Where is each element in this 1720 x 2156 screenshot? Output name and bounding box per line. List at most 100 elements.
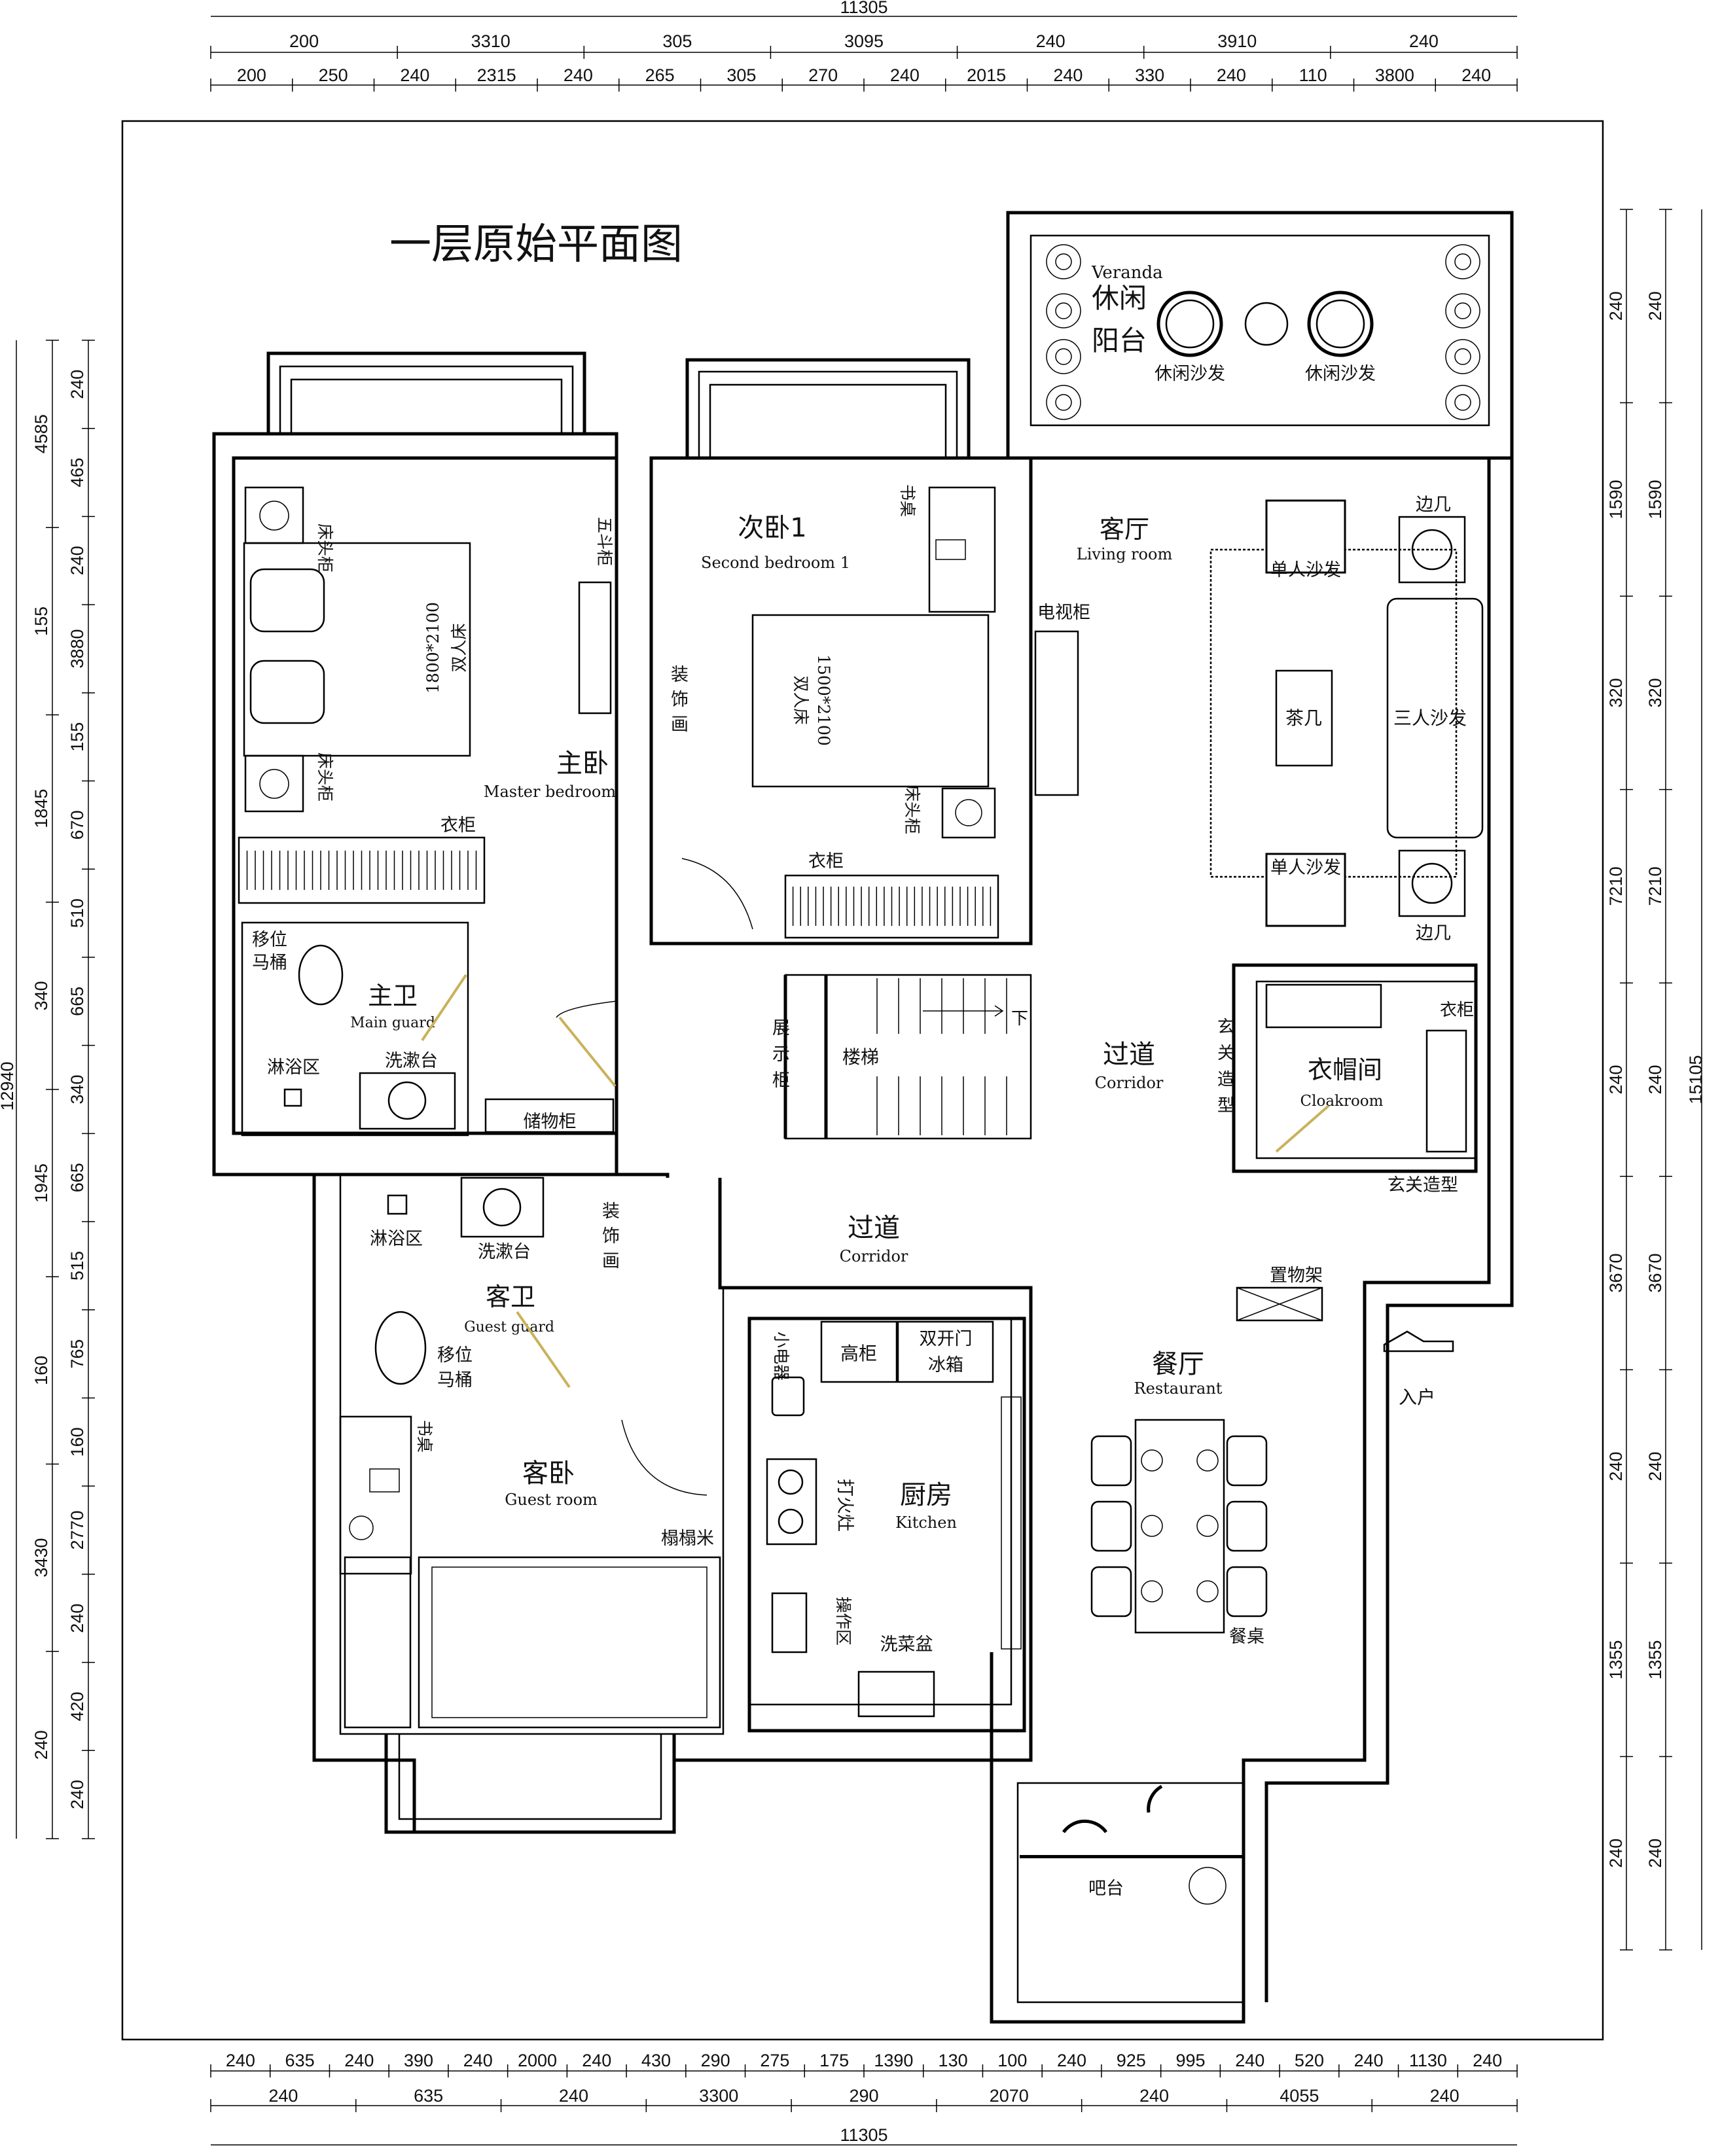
wardrobe-label-1: 衣柜 [440,815,476,836]
veranda-area: Veranda 休闲 阳台 休闲沙发 休闲沙发 [1046,244,1480,420]
living-en: Living room [1077,545,1173,563]
dimension-label: 240 [463,2051,493,2070]
bed-icon [751,614,990,788]
armchair-icon [1265,853,1346,927]
kitchen-zh: 厨房 [900,1480,952,1510]
dimension-label: 3800 [1375,65,1414,85]
dimension-label: 240 [67,370,87,399]
plate-icon [1141,1449,1163,1472]
dimension-label: 3300 [699,2086,738,2106]
dim-right-total: 15105 [1686,1055,1706,1104]
dimension-label: 390 [404,2051,433,2070]
dimension-label: 240 [1606,1452,1626,1481]
guest-room-zh: 客卧 [522,1458,575,1489]
master-bedroom: 床头柜 床头柜 1800*2100 双人床 五斗柜 主卧 Master bedr… [238,486,616,904]
plate-icon [1141,1515,1163,1537]
move-toilet-1-b: 马桶 [252,953,287,973]
dimension-label: 3880 [67,629,87,668]
dimension-label: 515 [67,1251,87,1281]
small-appliance-label: 小电器 [772,1332,791,1381]
dimension-label: 1355 [1606,1640,1626,1680]
restaurant-zh: 餐厅 [1152,1349,1204,1379]
dimension-label: 665 [67,987,87,1016]
dimension-label: 3430 [31,1538,51,1578]
three-seat-sofa-label: 三人沙发 [1393,707,1467,729]
dimension-label: 290 [849,2086,878,2106]
dimension-label: 130 [939,2051,968,2070]
entry-deco-v-b: 关 [1217,1044,1234,1063]
dimension-label: 240 [1606,1839,1626,1868]
shower-label-2: 淋浴区 [370,1229,423,1249]
desk-label-1: 书桌 [898,484,917,517]
dimension-label: 155 [31,607,51,636]
main-bathroom: 移位 马桶 主卫 Main guard 淋浴区 洗漱台 [241,921,469,1137]
dim-bottom-total: 11305 [840,2125,887,2145]
chair-icon [1090,1500,1132,1552]
dimension-label: 240 [559,2086,588,2106]
dimension-label: 175 [819,2051,849,2070]
dimension-label: 200 [289,31,319,51]
bar-label: 吧台 [1088,1879,1124,1899]
fridge-label-2: 冰箱 [928,1355,963,1375]
door [516,1311,571,1388]
sliding-door [1001,1396,1022,1650]
side-table-top: 边几 [1416,495,1451,515]
basin-icon [359,1072,456,1130]
dimension-label: 240 [1354,2051,1384,2070]
plate-icon [1196,1515,1219,1537]
display-b: 示 [772,1044,790,1065]
single-sofa-top: 单人沙发 [1270,560,1341,580]
restaurant-en: Restaurant [1134,1379,1223,1398]
dimension-label: 2070 [990,2086,1029,2106]
dimension-label: 1845 [31,789,51,828]
lamp-icon [349,1515,374,1540]
dimension-label: 240 [31,1730,51,1759]
dimension-label: 995 [1175,2051,1205,2070]
move-toilet-2-b: 马桶 [437,1370,473,1390]
double-bed-2: 双人床 [791,675,810,724]
toilet-icon [374,1311,427,1385]
move-toilet-1-a: 移位 [252,930,287,950]
desk-label-2: 书桌 [415,1420,434,1453]
guest-room-en: Guest room [505,1491,598,1509]
dimension-label: 1945 [31,1163,51,1203]
move-toilet-2-a: 移位 [437,1345,473,1366]
dimension-label: 240 [400,65,429,85]
dimension-label: 200 [237,65,266,85]
dimension-label: 2315 [477,65,516,85]
kitchen-en: Kitchen [895,1513,957,1532]
corridor-b-zh: 过道 [848,1213,900,1243]
dimension-label: 250 [319,65,348,85]
chair-icon [1226,1435,1268,1487]
kitchen: 小电器 高柜 双开门 冰箱 打火灶 厨房 Kitchen 操作区 洗菜盆 [766,1320,1022,1718]
dim-left-total: 12940 [0,1061,17,1110]
dimension-label: 155 [67,722,87,752]
stool-icon [1147,1784,1163,1813]
bedside-label-2: 床头柜 [315,752,334,802]
dimension-label: 240 [67,1604,87,1633]
shower-label-1: 淋浴区 [267,1057,320,1078]
dimension-label: 3670 [1645,1254,1665,1293]
living-room: 客厅 Living room 电视柜 单人沙发 单人沙发 茶几 三人沙发 边几 … [1034,495,1484,944]
dimension-label: 665 [67,1163,87,1192]
plan-title: 一层原始平面图 [389,221,683,269]
dimension-label: 765 [67,1339,87,1369]
dimension-label: 1590 [1645,480,1665,519]
storage-cabinet [484,1098,615,1133]
door-swing [556,1000,617,1018]
display-a: 展 [772,1018,790,1038]
dimension-label: 1590 [1606,480,1626,519]
entry-label: 入户 [1399,1387,1435,1408]
leisure-sofa-1: 休闲沙发 [1155,364,1225,384]
display-c: 柜 [772,1070,790,1091]
guest-room: 书桌 客卧 Guest room 榻榻米 [339,1415,721,1729]
dimension-label: 240 [1036,31,1066,51]
corridor-b-en: Corridor [840,1247,908,1265]
guest-bath-zh: 客卫 [486,1282,535,1311]
bed-size-1: 1800*2100 [423,602,442,694]
tv-cabinet [1034,630,1079,796]
dimension-label: 305 [726,65,756,85]
basin-label-1: 洗漱台 [385,1051,438,1071]
